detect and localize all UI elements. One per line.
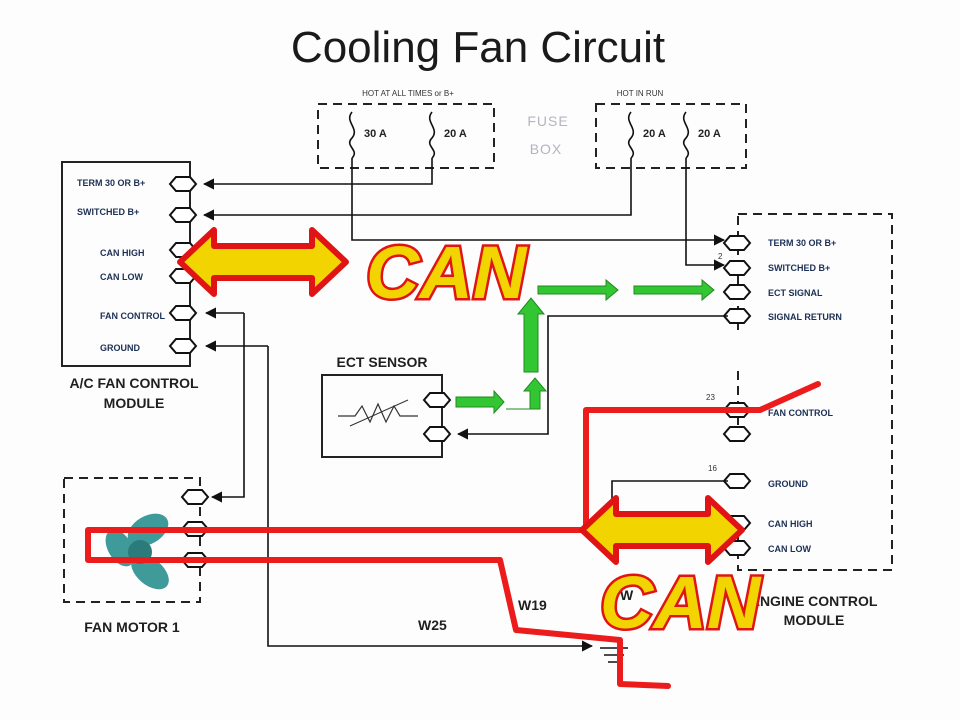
green-arrow-4 — [537, 278, 619, 302]
ect-sensor: ECT SENSOR — [321, 354, 452, 458]
ac-pin-ground — [168, 338, 198, 354]
fuse-1-rating: 30 A — [364, 128, 387, 140]
ecm-pin-ect-signal — [722, 284, 752, 300]
thermistor-icon — [338, 402, 418, 424]
ac-module-box — [61, 161, 191, 367]
wire-fuse3-ac-switched — [202, 158, 632, 221]
wire-fuse2-ac-term30 — [202, 158, 433, 190]
ac-pin-label-term30: TERM 30 OR B+ — [77, 178, 145, 188]
fuse-4: 20 A — [682, 111, 721, 159]
ecm-pin-number-23: 23 — [706, 393, 715, 402]
ecm-pin-label-ect: ECT SIGNAL — [768, 288, 823, 298]
ecm-pin-label-can-low: CAN LOW — [768, 544, 811, 554]
double-arrow-right-icon — [579, 495, 745, 565]
fuse-right-header: HOT IN RUN — [617, 89, 664, 98]
ac-pin-label-can-high: CAN HIGH — [100, 248, 145, 258]
green-arrow-1 — [455, 389, 505, 415]
fuse-left-header: HOT AT ALL TIMES or B+ — [362, 89, 454, 98]
wire-signal-return — [456, 315, 728, 440]
ect-pin-signal — [422, 392, 452, 408]
red-wire-fan-ground — [85, 547, 671, 689]
ac-module-name-2: MODULE — [104, 395, 165, 411]
wire-fuse1-ecm-term30 — [351, 158, 726, 246]
ecm-pin-label-fan-control: FAN CONTROL — [768, 408, 833, 418]
can-bus-indicator-right: CAN — [579, 495, 764, 647]
fuse-1: 30 A — [348, 111, 387, 159]
wire-fan-control — [210, 313, 245, 503]
fuse-2: 20 A — [428, 111, 467, 159]
ect-pin-return — [422, 426, 452, 442]
ect-sensor-label: ECT SENSOR — [336, 354, 427, 370]
ect-sensor-box — [321, 374, 443, 458]
fuse-4-rating: 20 A — [698, 128, 721, 140]
ac-pin-label-ground: GROUND — [100, 343, 140, 353]
diagram-title: Cooling Fan Circuit — [291, 23, 665, 72]
fuse-3: 20 A — [627, 111, 666, 159]
ac-pin-term30 — [168, 176, 198, 192]
fan-motor-box — [63, 477, 201, 603]
red-wire-fan-top — [85, 527, 743, 553]
green-arrow-2 — [506, 377, 548, 410]
wiring: W25 W19 W — [202, 158, 728, 663]
fuse-box: HOT AT ALL TIMES or B+ HOT IN RUN FUSE B… — [317, 89, 747, 169]
can-label-left: CAN — [366, 231, 528, 314]
can-bus-indicator-left: CAN — [177, 227, 530, 317]
fuse-box-left — [317, 103, 495, 169]
thermistor-arrow-icon — [349, 399, 409, 427]
ecm-pin-spare — [722, 426, 752, 442]
fan-pin-1 — [180, 489, 210, 505]
ecm-name-2: MODULE — [784, 612, 845, 628]
ecm-pin-switched — [722, 260, 752, 276]
ac-module-name-1: A/C FAN CONTROL — [69, 375, 199, 391]
red-overlay-wires — [85, 381, 821, 689]
ac-pin-switched — [168, 207, 198, 223]
ecm-pin-number-16: 16 — [708, 464, 717, 473]
fan-motor-label: FAN MOTOR 1 — [84, 619, 180, 635]
fan-icon — [105, 513, 169, 590]
engine-control-module: TERM 30 OR B+ SWITCHED B+ ECT SIGNAL SIG… — [706, 213, 893, 628]
green-arrow-3 — [516, 297, 546, 373]
can-label-right: CAN — [600, 561, 762, 644]
fuse-box-label-2: BOX — [530, 141, 563, 157]
ecm-pin-number-2: 2 — [718, 252, 723, 261]
wire-label-w25: W25 — [418, 617, 447, 633]
ecm-pin-label-term30: TERM 30 OR B+ — [768, 238, 836, 248]
ac-pin-label-switched: SWITCHED B+ — [77, 207, 139, 217]
fuse-box-right — [595, 103, 747, 169]
ecm-pin-term30 — [722, 235, 752, 251]
wire-ground-w25 — [267, 346, 594, 652]
ac-pin-label-fan-control: FAN CONTROL — [100, 311, 165, 321]
ac-pin-fan-control — [168, 305, 198, 321]
fuse-3-rating: 20 A — [643, 128, 666, 140]
wire-label-w19: W19 — [518, 597, 547, 613]
ecm-pin-label-return: SIGNAL RETURN — [768, 312, 842, 322]
fuse-box-label-1: FUSE — [527, 113, 568, 129]
double-arrow-left-icon — [177, 227, 349, 297]
ground-symbol-icon — [600, 647, 628, 663]
ac-pin-label-can-low: CAN LOW — [100, 272, 143, 282]
ect-signal-flow — [455, 278, 715, 415]
wire-fuse4-ecm-switched — [685, 158, 726, 271]
ecm-pin-label-ground: GROUND — [768, 479, 808, 489]
red-wire-fan-control — [583, 381, 821, 533]
fuse-2-rating: 20 A — [444, 128, 467, 140]
ecm-name-1: ENGINE CONTROL — [751, 593, 878, 609]
ecm-pin-label-can-high: CAN HIGH — [768, 519, 813, 529]
ecm-pin-label-switched: SWITCHED B+ — [768, 263, 830, 273]
wire-label-w: W — [620, 587, 634, 603]
green-arrow-5 — [633, 278, 715, 302]
ac-fan-control-module: TERM 30 OR B+ SWITCHED B+ CAN HIGH CAN L… — [61, 161, 199, 411]
